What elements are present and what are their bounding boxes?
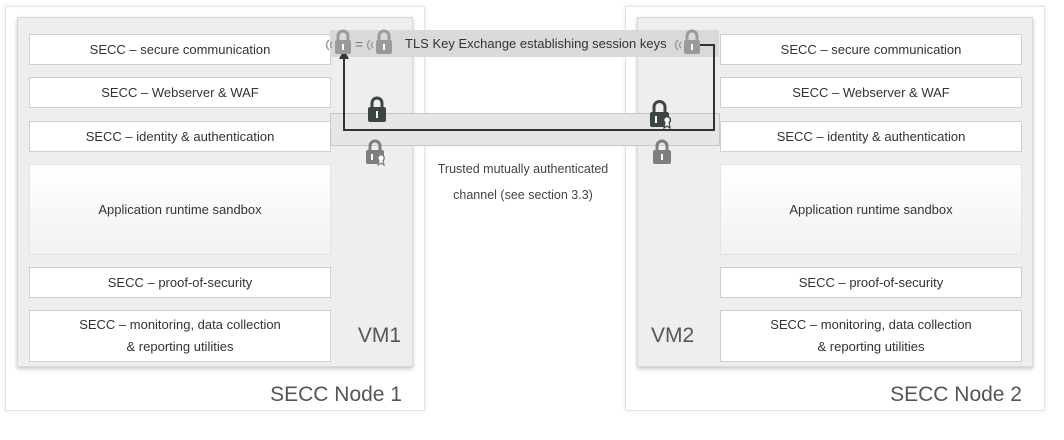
vm1-secure-communication: SECC – secure communication — [29, 34, 331, 65]
arrow-path — [343, 44, 715, 131]
padlock-icon — [335, 29, 351, 54]
signal-waves-icon — [366, 39, 374, 51]
node-1-title: SECC Node 1 — [270, 383, 402, 406]
padlock-icon — [684, 29, 700, 54]
vm1-identity-authentication: SECC – identity & authentication — [29, 121, 331, 152]
padlock-icon — [376, 29, 392, 54]
tls-key-exchange-label: TLS Key Exchange establishing session ke… — [405, 36, 667, 51]
vm1-webserver-waf: SECC – Webserver & WAF — [29, 77, 331, 108]
equals-icon: = — [355, 36, 364, 52]
vm1-proof-of-security: SECC – proof-of-security — [29, 267, 331, 298]
signal-waves-icon — [674, 39, 682, 51]
arrow-head — [339, 50, 349, 59]
vm2: SECC – secure communication SECC – Webse… — [637, 17, 1033, 367]
signal-waves-icon — [325, 39, 333, 51]
vm1-application-runtime-sandbox: Application runtime sandbox — [29, 164, 331, 255]
vm2-label: VM2 — [651, 324, 695, 347]
tls-key-exchange-band — [330, 30, 719, 57]
node-2-title: SECC Node 2 — [890, 383, 1022, 406]
trusted-channel-label: Trusted mutually authenticated channel (… — [437, 162, 609, 202]
vm2-monitoring-reporting: SECC – monitoring, data collection & rep… — [720, 310, 1022, 362]
vm2-webserver-waf: SECC – Webserver & WAF — [720, 77, 1022, 108]
vm1-label: VM1 — [357, 324, 401, 347]
secc-node-1: SECC – secure communication SECC – Webse… — [5, 6, 425, 411]
session-key-lock-icon — [368, 96, 386, 122]
vm2-proof-of-security: SECC – proof-of-security — [720, 267, 1022, 298]
vm2-identity-authentication: SECC – identity & authentication — [720, 121, 1022, 152]
vm2-secure-communication: SECC – secure communication — [720, 34, 1022, 65]
vm1: SECC – secure communication SECC – Webse… — [17, 17, 413, 367]
certificate-lock-icon — [650, 100, 672, 130]
vm2-application-runtime-sandbox: Application runtime sandbox — [720, 164, 1022, 255]
padlock-icon — [653, 139, 671, 164]
vm1-monitoring-reporting: SECC – monitoring, data collection & rep… — [29, 310, 331, 362]
secc-node-2: SECC – secure communication SECC – Webse… — [625, 6, 1045, 411]
certificate-lock-icon — [366, 139, 385, 167]
